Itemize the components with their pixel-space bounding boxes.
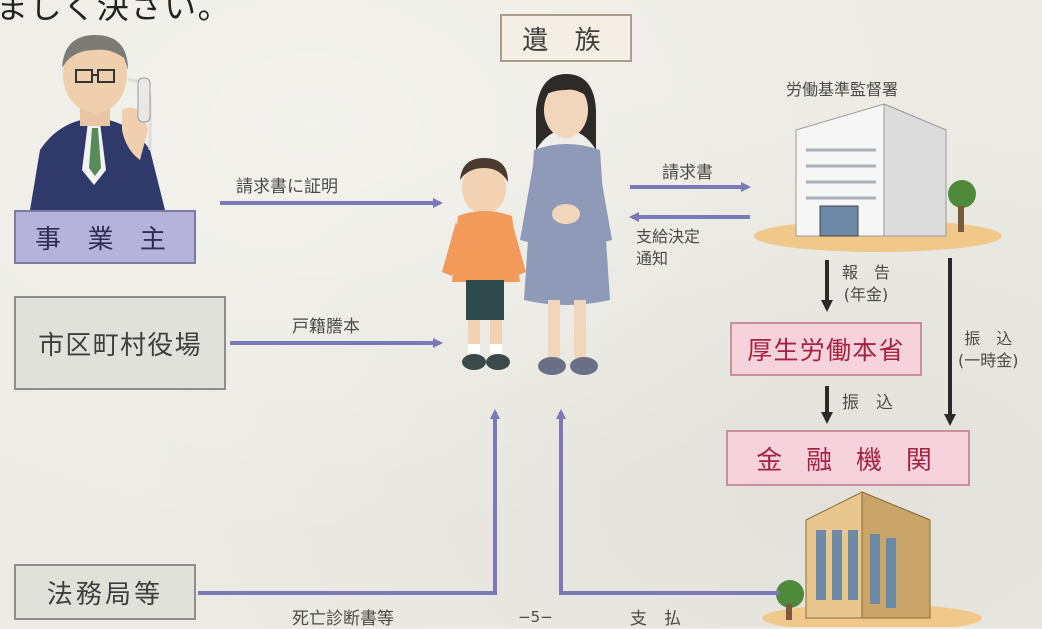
label-report-line2: (年金) — [843, 285, 889, 304]
label-decision-line1: 支給決定 — [636, 227, 701, 246]
ministry-box: 厚生労働本省 — [730, 322, 922, 376]
family-box: 遺 族 — [500, 14, 632, 62]
employer-box: 事 業 主 — [14, 210, 196, 264]
label-transfer-lump-line2: (一時金) — [958, 351, 1019, 370]
header-fragment: ましく決さい。 — [0, 0, 232, 26]
label-decision-notice: 支給決定 通知 — [636, 226, 700, 270]
legal-bureau-box: 法務局等 — [14, 564, 196, 620]
labor-office-building — [754, 103, 1002, 252]
arrow-bank-payment-to-family — [556, 409, 780, 595]
municipal-box: 市区町村役場 — [14, 296, 226, 390]
employer-label: 事 業 主 — [34, 224, 176, 255]
page-number: −5− — [518, 608, 553, 626]
label-claim: 請求書 — [662, 163, 713, 183]
label-report: 報 告 (年金) — [842, 262, 890, 306]
label-family-register: 戸籍謄本 — [292, 317, 360, 337]
child-illustration — [442, 158, 526, 370]
bank-box: 金 融 機 関 — [726, 430, 970, 486]
bank-label: 金 融 機 関 — [756, 445, 940, 476]
arrow-legal-bureau-to-family — [198, 409, 500, 595]
bank-building — [762, 491, 982, 627]
legal-bureau-label: 法務局等 — [46, 579, 164, 610]
employer-man-illustration — [30, 35, 165, 210]
label-employer-cert: 請求書に証明 — [236, 177, 338, 197]
label-payment: 支 払 — [630, 609, 681, 629]
label-transfer-lump-line1: 振 込 — [964, 329, 1013, 348]
woman-illustration — [520, 74, 612, 375]
municipal-label: 市区町村役場 — [38, 330, 202, 361]
family-label: 遺 族 — [522, 25, 610, 56]
label-death-cert: 死亡診断書等 — [292, 609, 394, 629]
label-transfer-lump: 振 込 (一時金) — [958, 328, 1019, 372]
label-decision-line2: 通知 — [636, 249, 669, 268]
labor-office-label: 労働基準監督署 — [786, 80, 899, 99]
label-transfer: 振 込 — [842, 393, 893, 413]
ministry-label: 厚生労働本省 — [747, 336, 905, 365]
label-report-line1: 報 告 — [842, 263, 891, 282]
